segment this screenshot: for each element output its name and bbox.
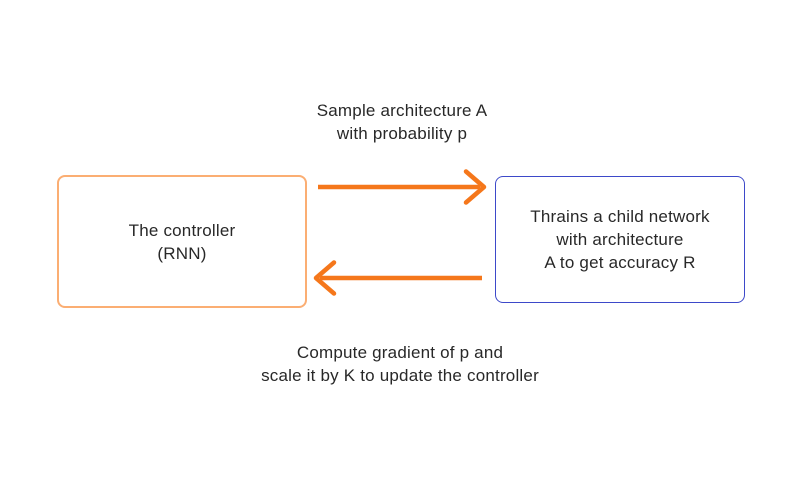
controller-node-text: The controller (RNN) — [129, 219, 236, 265]
bottom-arrow-label: Compute gradient of p and scale it by K … — [180, 341, 620, 387]
bottom-arrow-label-line-2: scale it by K to update the controller — [261, 366, 539, 385]
top-arrow-label: Sample architecture A with probability p — [222, 99, 582, 145]
child-network-node: Thrains a child network with architectur… — [495, 176, 745, 303]
child-network-node-line-2: with architecture — [556, 230, 684, 249]
child-network-node-text: Thrains a child network with architectur… — [530, 205, 709, 274]
controller-node-line-2: (RNN) — [157, 243, 207, 263]
arrow-right-head — [463, 169, 487, 205]
top-arrow-label-line-2: with probability p — [336, 124, 468, 143]
arrow-right-icon — [318, 169, 487, 205]
bottom-arrow-label-line-1: Compute gradient of p and — [296, 343, 504, 362]
arrow-left-icon — [313, 260, 482, 296]
child-network-node-line-3: A to get accuracy R — [544, 253, 696, 272]
top-arrow-label-line-1: Sample architecture A — [316, 101, 488, 120]
arrow-left-head — [313, 260, 337, 296]
controller-node: The controller (RNN) — [57, 175, 307, 308]
child-network-node-line-1: Thrains a child network — [530, 207, 710, 226]
controller-node-line-1: The controller — [128, 220, 236, 240]
